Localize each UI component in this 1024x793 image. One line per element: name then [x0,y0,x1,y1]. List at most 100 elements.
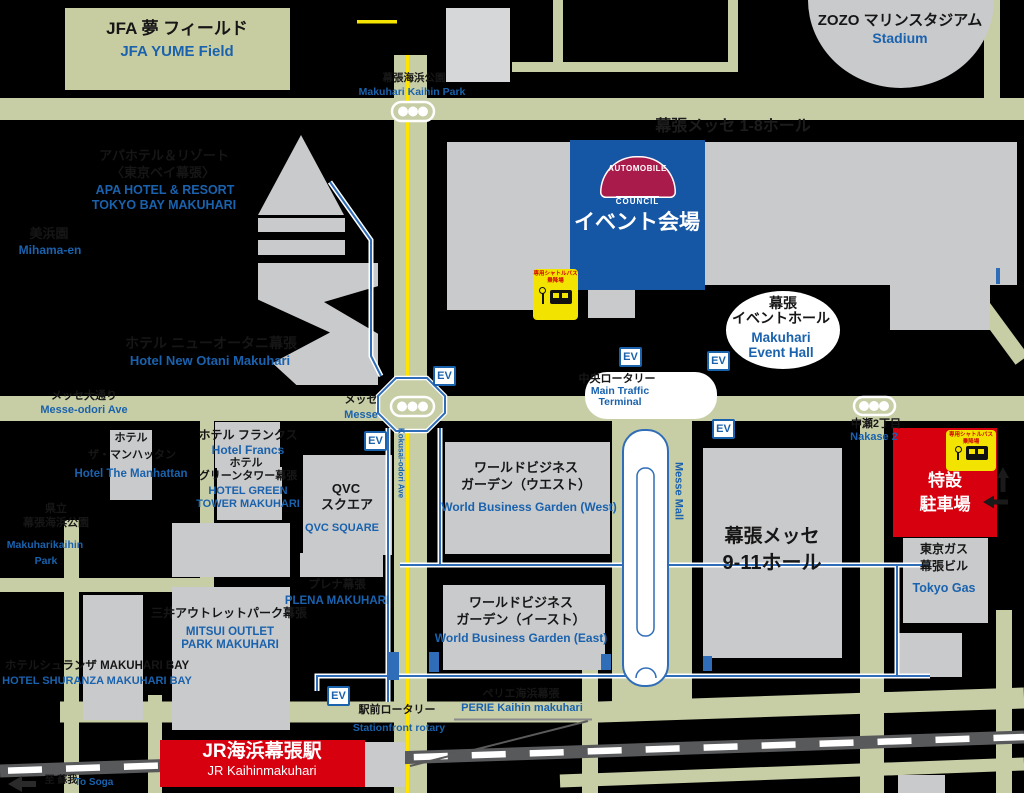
messe-hall-1-8-tab-mid [588,285,635,318]
zozo-label-jp: ZOZO マリンスタジアム [817,12,983,29]
shuranza-label-en: HOTEL SHURANZA MAKUHARI BAY [2,675,192,687]
manhattan-building [110,430,152,500]
road-left-horizontal [0,578,214,592]
parking-up-arrow-icon [997,467,1009,492]
event-site-label: イベント会場 [574,211,700,234]
mihama-en-label-en: Mihama-en [18,243,82,257]
traffic-light-messe [389,395,436,418]
zozo-label-en: Stadium [872,30,928,46]
traffic-terminal-label-jp: 中央ロータリー [578,373,656,385]
new-otani-label-en: Hotel New Otani Makuhari [129,353,291,368]
event-venue-box: AUTOMOBILE COUNCIL [570,140,705,290]
green-tower-label-en2: TOWER MAKUHARI [196,498,300,510]
hall-9-11-label-jp1: 幕張メッセ [724,526,820,547]
southeast-building-1 [898,633,962,677]
messe-odori-label-en: Messe-odori Ave [40,404,128,416]
road-south [559,757,1024,788]
apa-label-en1: APA HOTEL & RESORT [95,183,235,197]
plena-label-en: PLENA MAKUHARI [284,595,390,607]
mitsui-building-3 [83,595,143,720]
jfa-field-building [65,8,290,90]
mitsui-label-jp: 三井アウトレットパーク幕張 [150,606,308,620]
station-label-en: JR Kaihinmakuhari [207,763,317,778]
event-hall-label-jp1: 幕張 [769,295,797,311]
ev-marker-6: EV [327,686,350,706]
wbg-east-label-jp1: ワールドビジネス [468,595,574,610]
apa-label-en2: TOKYO BAY MAKUHARI [91,198,237,212]
wbg-west-building [445,442,610,554]
ev-marker-5: EV [712,419,735,439]
street-vertical-label: Kokusai-odori Ave [396,428,406,499]
kenritsu-park-label-en1: Makuharikaihin [6,539,84,551]
green-tower-label-en1: HOTEL GREEN [208,485,288,497]
tokyo-gas-label-en: Tokyo Gas [912,581,976,595]
nakase2-label-jp: 中瀬2丁目 [850,418,902,430]
manhattan-label-en: Hotel The Manhattan [74,468,188,480]
messe-mall-arch [635,667,657,679]
jr-station-box [160,740,365,787]
wbg-east-label-en: World Business Garden (East) [434,631,608,645]
green-tower-building [217,467,282,520]
shuttle-sign-text-2: 乗降場 [962,439,980,446]
traffic-terminal-label-en1: Main Traffic [590,385,650,397]
messe-hall-1-8-building [447,142,1017,285]
traffic-light-top [390,100,436,123]
wbg-west-label-jp2: ガーデン（ウエスト） [460,477,592,492]
hall-9-11-building [703,448,842,658]
shuttle-sign-text-2: 乗降場 [547,278,564,285]
kenritsu-park-label-jp1: 県立 [45,503,67,515]
southeast-building-2 [898,775,945,793]
manhattan-label-jp1: ホテル [114,432,148,444]
to-soga-label-jp: 至 蘇我 [44,775,78,786]
event-hall-label-en2: Event Hall [748,345,814,360]
apa-label-jp1: アパホテル＆リゾート [99,148,229,163]
event-hall-label-jp2: イベントホール [732,310,830,326]
bus-stop-pole-icon [954,446,963,461]
messe-crossing-label-en: Messe [344,409,378,421]
tokyo-gas-building [903,538,988,623]
to-soga-label-en: To Soga [74,777,114,788]
plena-building-1 [240,553,285,577]
parking-label-jp1: 特設 [928,471,962,490]
mitsui-label-en1: MITSUI OUTLET [185,626,275,638]
rotary-label-en: Stationfront rotary [352,722,446,734]
road-right-vertical [860,396,884,793]
bus-stop-pole-icon [539,287,547,305]
apa-hotel-bar-1 [258,218,345,232]
logo-text-1: AUTOMOBILE [608,164,667,173]
mitsui-label-en2: PARK MAKUHARI [181,639,279,651]
green-tower-label-jp1: ホテル [229,457,263,469]
new-otani-label-jp: ホテル ニューオータニ幕張 [125,335,297,351]
jfa-field-label-en: JFA YUME Field [120,43,234,60]
messe-mall-label: Messe Mall [672,462,685,521]
bus-icon [965,446,988,461]
mihama-en-label-jp: 美浜園 [29,226,69,241]
city-block-building [446,8,510,82]
hotel-francs-label-jp: ホテル フランクス [198,428,298,442]
shuttle-stop-sign-event: 専用シャトルバス 乗降場 [533,269,578,320]
ev-marker-4: EV [364,431,387,451]
messe-hall-1-8-tab-right [890,285,990,330]
manhattan-label-jp2: ザ・マンハッタン [88,449,176,461]
perie-pointer-line [409,720,589,767]
tokyo-gas-label-jp1: 東京ガス [919,542,969,556]
shuttle-stop-sign-parking: 専用シャトルバス 乗降場 [946,430,996,471]
green-tower-label-jp2: グリーンタワー幕張 [198,470,298,482]
kenritsu-park-label-en2: Park [34,555,58,567]
road-block-v2 [728,0,738,62]
station-building [365,742,405,787]
yellow-dash-fragment [357,20,397,24]
tokyo-gas-label-jp2: 幕張ビル [919,559,969,573]
jfa-field-label-jp: JFA 夢 フィールド [106,19,248,38]
to-soga-arrow-icon [8,776,36,792]
parking-left-arrow-icon [983,495,1008,509]
wbg-east-building [443,585,605,670]
makuhari-event-hall-ellipse [726,291,840,369]
rotary-label-jp: 駅前ロータリー [358,704,436,716]
deck-access-marks [388,268,1000,680]
shuttle-sign-text-1: 専用シャトルバス [948,432,993,438]
nakase2-label-en: Nakase 2 [850,431,898,443]
apa-label-jp2: 〈東京ベイ幕張〉 [110,165,216,180]
plena-building-2 [300,553,383,577]
